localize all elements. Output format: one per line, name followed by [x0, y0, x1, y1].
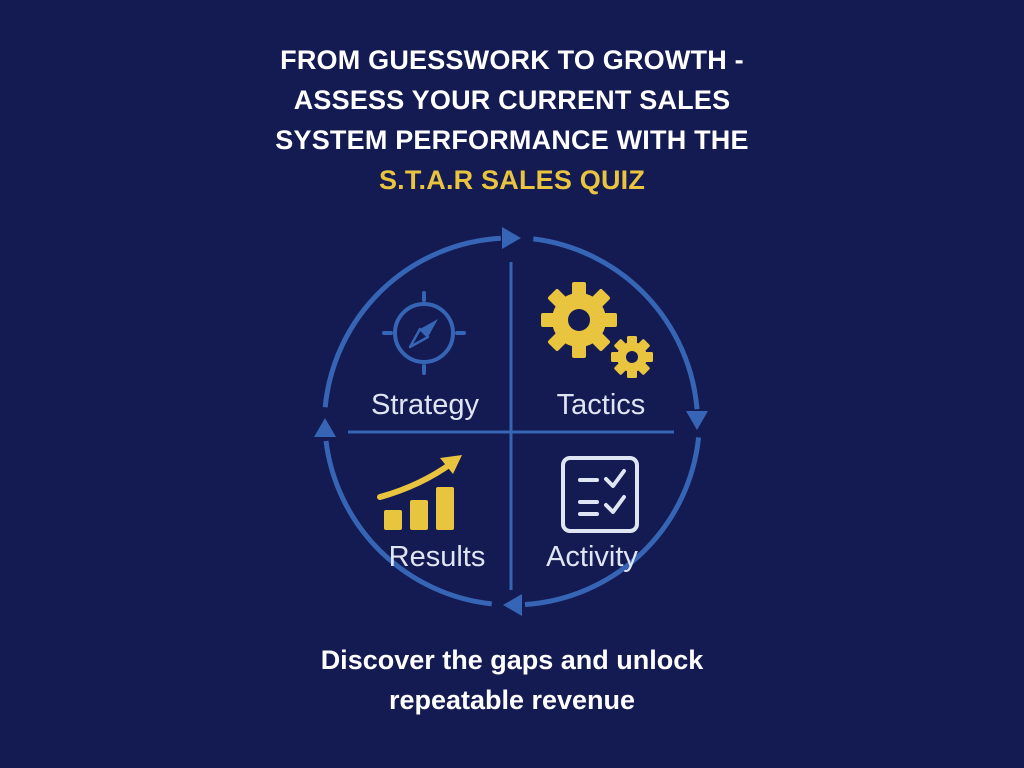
headline-line-3: SYSTEM PERFORMANCE WITH THE	[275, 125, 749, 155]
growth-chart-icon	[377, 455, 462, 530]
tagline-line-1: Discover the gaps and unlock	[320, 645, 704, 675]
ring-arc-top-right	[532, 236, 700, 410]
ring-arc-bottom-right	[524, 437, 702, 607]
gears-icon	[541, 282, 653, 378]
headline: FROM GUESSWORK TO GROWTH - ASSESS YOUR C…	[0, 40, 1024, 200]
quadrant-label-activity: Activity	[546, 541, 638, 573]
arrowhead-right	[686, 411, 708, 430]
quadrant-label-tactics: Tactics	[557, 389, 646, 421]
arrowhead-left	[314, 418, 336, 437]
quadrant-label-results: Results	[389, 541, 486, 573]
ring-arc-bottom-left	[323, 440, 492, 607]
cycle-arrowheads	[314, 227, 708, 616]
cycle-ring	[322, 235, 702, 607]
headline-line-2: ASSESS YOUR CURRENT SALES	[293, 85, 731, 115]
quadrant-label-strategy: Strategy	[371, 389, 479, 421]
checklist-icon	[561, 456, 639, 533]
headline-quiz-name: S.T.A.R SALES QUIZ	[378, 165, 646, 195]
arrowhead-bottom	[503, 594, 522, 616]
headline-line-1: FROM GUESSWORK TO GROWTH -	[280, 45, 744, 75]
tagline-line-2: repeatable revenue	[388, 685, 636, 715]
compass-icon	[382, 291, 466, 375]
tagline: Discover the gaps and unlock repeatable …	[0, 640, 1024, 720]
arrowhead-top	[502, 227, 521, 249]
ring-arc-top-left	[322, 235, 501, 408]
